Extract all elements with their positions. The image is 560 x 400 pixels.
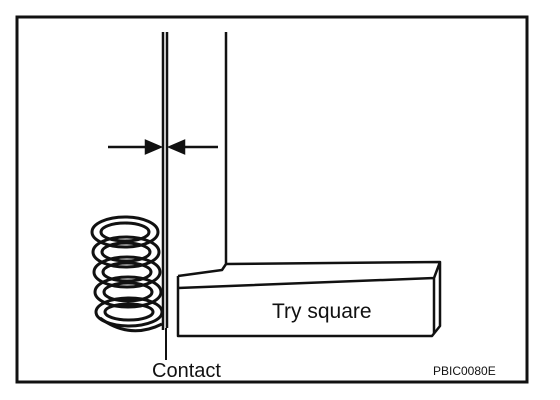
gap-arrows	[108, 139, 218, 155]
try-square	[161, 32, 442, 338]
try-square-label: Try square	[272, 300, 372, 323]
figure-code: PBIC0080E	[433, 364, 496, 378]
contact-label: Contact	[152, 360, 221, 382]
try-square-stock	[176, 260, 442, 338]
left-arrow-head	[166, 139, 186, 155]
coil-spring	[90, 215, 164, 333]
try-square-blade	[161, 32, 228, 330]
right-arrow-head	[144, 139, 164, 155]
diagram-frame	[15, 15, 529, 384]
